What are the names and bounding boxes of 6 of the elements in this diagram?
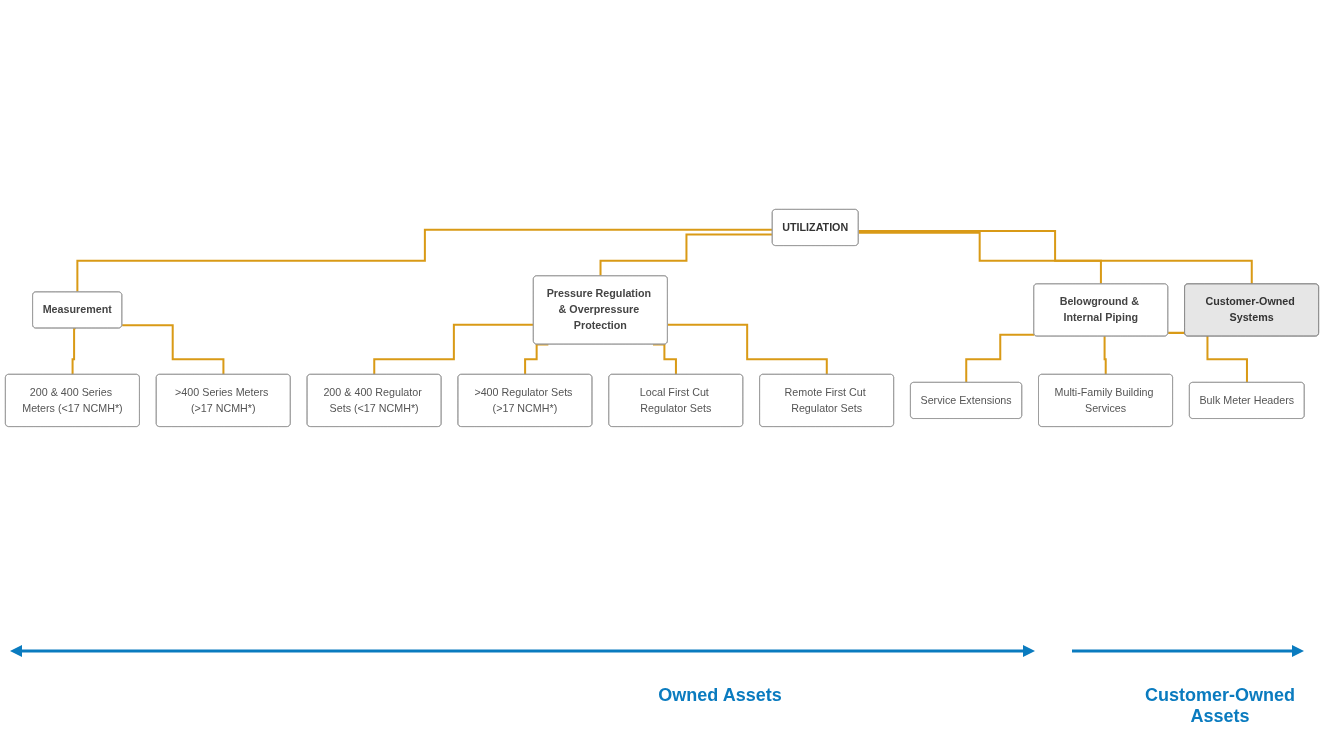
connector	[76, 228, 773, 293]
span-label: Customer-Owned Assets	[1144, 685, 1296, 727]
span-label: Owned Assets	[657, 685, 783, 706]
connector	[858, 231, 1103, 285]
connector	[858, 229, 1253, 285]
connector	[599, 232, 773, 277]
